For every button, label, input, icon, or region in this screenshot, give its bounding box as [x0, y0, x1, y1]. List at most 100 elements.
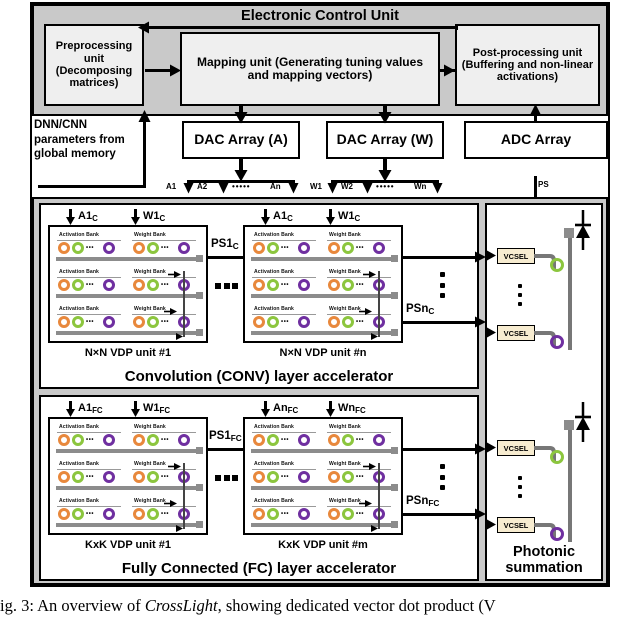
weight-bank-label: Weight Bank	[329, 306, 361, 312]
activation-bank-label: Activation Bank	[254, 461, 294, 467]
photodiode-conv	[575, 210, 591, 250]
internal-summation-rail	[378, 463, 380, 529]
photonic-fc-bus-terminator	[564, 420, 574, 430]
bank-bracket	[252, 240, 316, 241]
conv-u1-a-input-arrow	[66, 209, 75, 225]
fc-u1-w-input-label: W1FC	[143, 402, 171, 415]
fc-vdp-unit-m-label: KxK VDP unit #m	[278, 538, 368, 551]
waveguide-terminator	[391, 484, 398, 491]
a2-arrowhead	[218, 183, 229, 194]
microring-purple	[298, 242, 310, 254]
w2-arrowhead	[362, 183, 373, 194]
signal-an-label: An	[270, 182, 281, 191]
bank-bracket	[57, 469, 121, 470]
bank-bracket	[132, 469, 196, 470]
map-to-dacw-arrowhead	[378, 112, 392, 124]
microring-purple	[373, 242, 385, 254]
microring-ellipsis: •••	[281, 511, 290, 517]
conv-vdp-unit-1: Activation Bank•••Weight Bank•••Activati…	[48, 225, 208, 343]
photonic-summation-title: Photonic summation	[505, 543, 583, 576]
waveguide	[56, 486, 198, 490]
conv-vdp-unit-n: Activation Bank•••Weight Bank•••Activati…	[243, 225, 403, 343]
fc-vdp-unit-m: Activation Bank•••Weight Bank•••Activati…	[243, 417, 403, 535]
bank-tap-arrow	[359, 500, 372, 507]
microring-ellipsis: •••	[281, 437, 290, 443]
bank-bracket	[132, 314, 196, 315]
ecu-title: Electronic Control Unit	[241, 7, 399, 24]
w1-arrowhead	[327, 183, 338, 194]
microring-ellipsis: •••	[356, 282, 365, 288]
weight-bank-label: Weight Bank	[134, 498, 166, 504]
conv-un-w-input-label: W1C	[338, 210, 361, 223]
feedback-line-riser	[455, 26, 458, 30]
adc-to-post-line	[534, 114, 537, 123]
conv-un-a-input-label: A1C	[273, 210, 293, 223]
waveguide-terminator	[391, 329, 398, 336]
bank-bracket	[132, 432, 196, 433]
microring-orange	[58, 434, 70, 446]
bank-bottom-tap-arrow	[176, 333, 183, 340]
microring-purple	[298, 279, 310, 291]
microring-green	[72, 242, 84, 254]
dac-array-a-box: DAC Array (A)	[182, 121, 300, 159]
photonic-fc-summation-bus	[568, 424, 572, 542]
mapping-unit-box: Mapping unit (Generating tuning values a…	[180, 32, 440, 106]
microring-green	[342, 279, 354, 291]
microring-orange	[58, 471, 70, 483]
weight-bank-label: Weight Bank	[134, 306, 166, 312]
microring-purple	[298, 508, 310, 520]
bank-tap-arrow	[359, 308, 372, 315]
adc-array-box: ADC Array	[464, 121, 608, 159]
microring-orange	[253, 242, 265, 254]
microring-orange	[133, 316, 145, 328]
microring-ellipsis: •••	[161, 474, 170, 480]
microring-green	[267, 242, 279, 254]
fc-u1-a-input-arrow	[66, 401, 75, 417]
vcsel-fc-bottom-input-arrow	[487, 519, 496, 530]
microring-orange	[133, 471, 145, 483]
internal-summation-rail	[378, 271, 380, 337]
waveguide-terminator	[196, 447, 203, 454]
microring-ellipsis: •••	[281, 282, 290, 288]
signal-a-ellipsis: •••••	[232, 182, 251, 191]
activation-bank-label: Activation Bank	[59, 269, 99, 275]
vcsel-conv-bottom-input-arrow	[487, 327, 496, 338]
adc-to-post-arrowhead	[529, 104, 542, 116]
microring-orange	[328, 508, 340, 520]
microring-green	[72, 279, 84, 291]
fc-units-ellipsis	[215, 475, 238, 481]
microring-ellipsis: •••	[281, 245, 290, 251]
conv-layer-accelerator-title: Convolution (CONV) layer accelerator	[124, 367, 394, 385]
bank-bracket	[132, 240, 196, 241]
fc-out-arrow-bottom	[475, 508, 486, 520]
bank-bracket	[327, 240, 391, 241]
conv-u1-a-input-label: A1C	[78, 210, 98, 223]
waveguide-terminator	[196, 521, 203, 528]
microring-green	[147, 508, 159, 520]
microring-green	[267, 434, 279, 446]
microring-purple	[103, 508, 115, 520]
microring-green	[267, 316, 279, 328]
microring-purple	[103, 434, 115, 446]
microring-green	[342, 316, 354, 328]
waveguide-terminator	[391, 292, 398, 299]
bank-bracket	[57, 314, 121, 315]
activation-bank-label: Activation Bank	[254, 424, 294, 430]
a-bus-tick-2	[222, 180, 225, 187]
caption-part1: An overview of	[37, 596, 141, 615]
bank-bracket	[252, 469, 316, 470]
vcsel-fc-bottom: VCSEL	[497, 517, 535, 533]
microring-ellipsis: •••	[161, 245, 170, 251]
conv-out-line-bottom	[403, 321, 481, 324]
caption-prefix: ig. 3:	[0, 596, 34, 615]
microring-orange	[133, 434, 145, 446]
microring-green	[342, 434, 354, 446]
activation-bank-label: Activation Bank	[254, 232, 294, 238]
photonic-conv-bus-terminator	[564, 228, 574, 238]
microring-ellipsis: •••	[86, 511, 95, 517]
microring-green	[147, 471, 159, 483]
ring-conv-bottom-purple	[550, 335, 564, 349]
microring-purple	[103, 316, 115, 328]
microring-ellipsis: •••	[356, 319, 365, 325]
microring-orange	[253, 279, 265, 291]
